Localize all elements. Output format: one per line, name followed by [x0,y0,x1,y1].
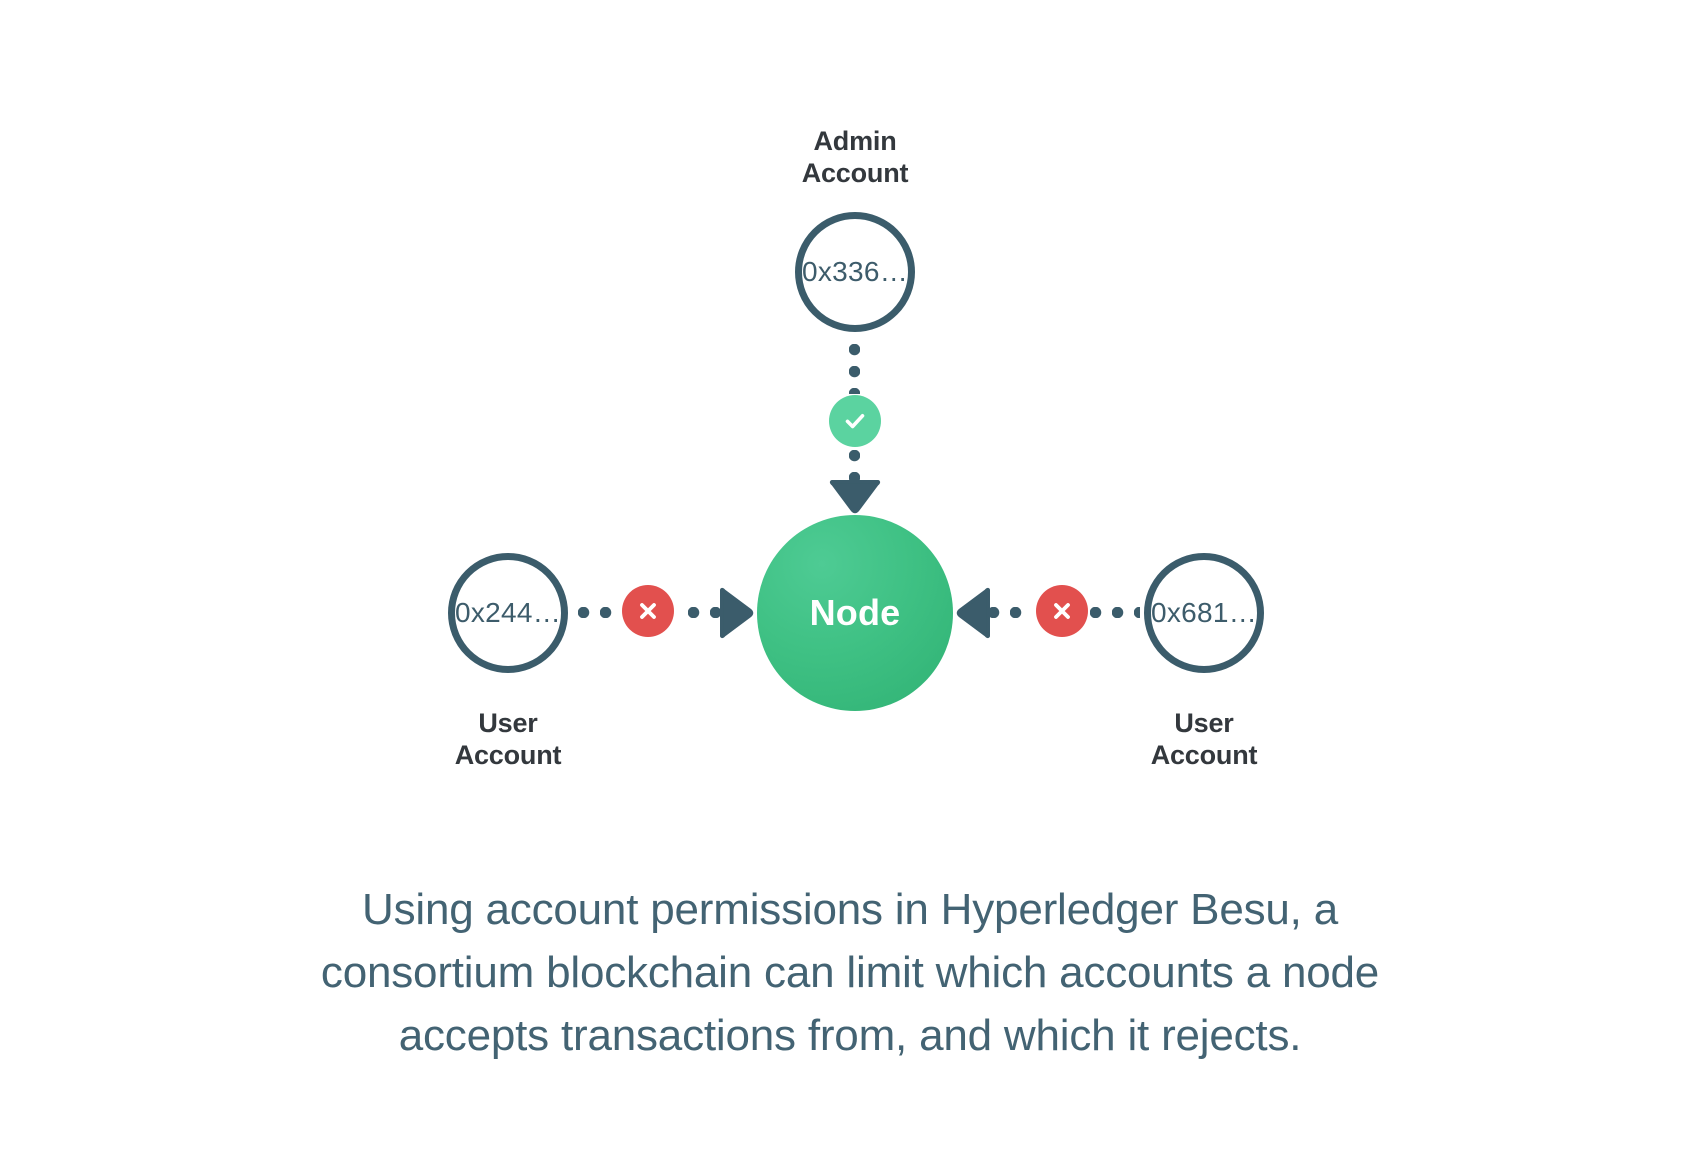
arrowhead-down-icon [829,480,881,514]
admin-account-circle[interactable]: 0x336… [795,212,915,332]
connector-badge-to-node-right [988,607,1032,618]
connector-admin-to-badge [849,344,860,394]
node-circle[interactable]: Node [757,515,953,711]
admin-account-label: Admin Account [801,126,909,188]
deny-right-status-badge[interactable] [1036,585,1088,637]
cross-icon [640,603,656,619]
user-left-account-label: User Account [454,708,562,770]
cross-icon [1054,603,1070,619]
node-label: Node [809,592,901,633]
permissions-diagram: Admin Account 0x336… Node 0x244… User Ac… [448,126,1264,770]
diagram-caption: Using account permissions in Hyperledger… [320,885,1380,1060]
user-left-account-address: 0x244… [454,597,562,628]
user-right-account-circle[interactable]: 0x681… [1144,553,1264,673]
user-left-account-circle[interactable]: 0x244… [448,553,568,673]
check-icon [845,414,865,429]
connector-badge-to-node-left [688,607,724,618]
user-right-account-label: User Account [1150,708,1258,770]
user-right-account-address: 0x681… [1150,597,1258,628]
admin-account-address: 0x336… [801,256,909,287]
allow-status-badge[interactable] [829,395,881,447]
connector-badge-to-node [849,450,860,486]
arrowhead-left-icon [956,587,990,639]
connector-user-left-to-badge [578,607,622,618]
connector-user-right-to-badge [1090,607,1140,618]
deny-left-status-badge[interactable] [622,585,674,637]
arrowhead-right-icon [720,587,754,639]
